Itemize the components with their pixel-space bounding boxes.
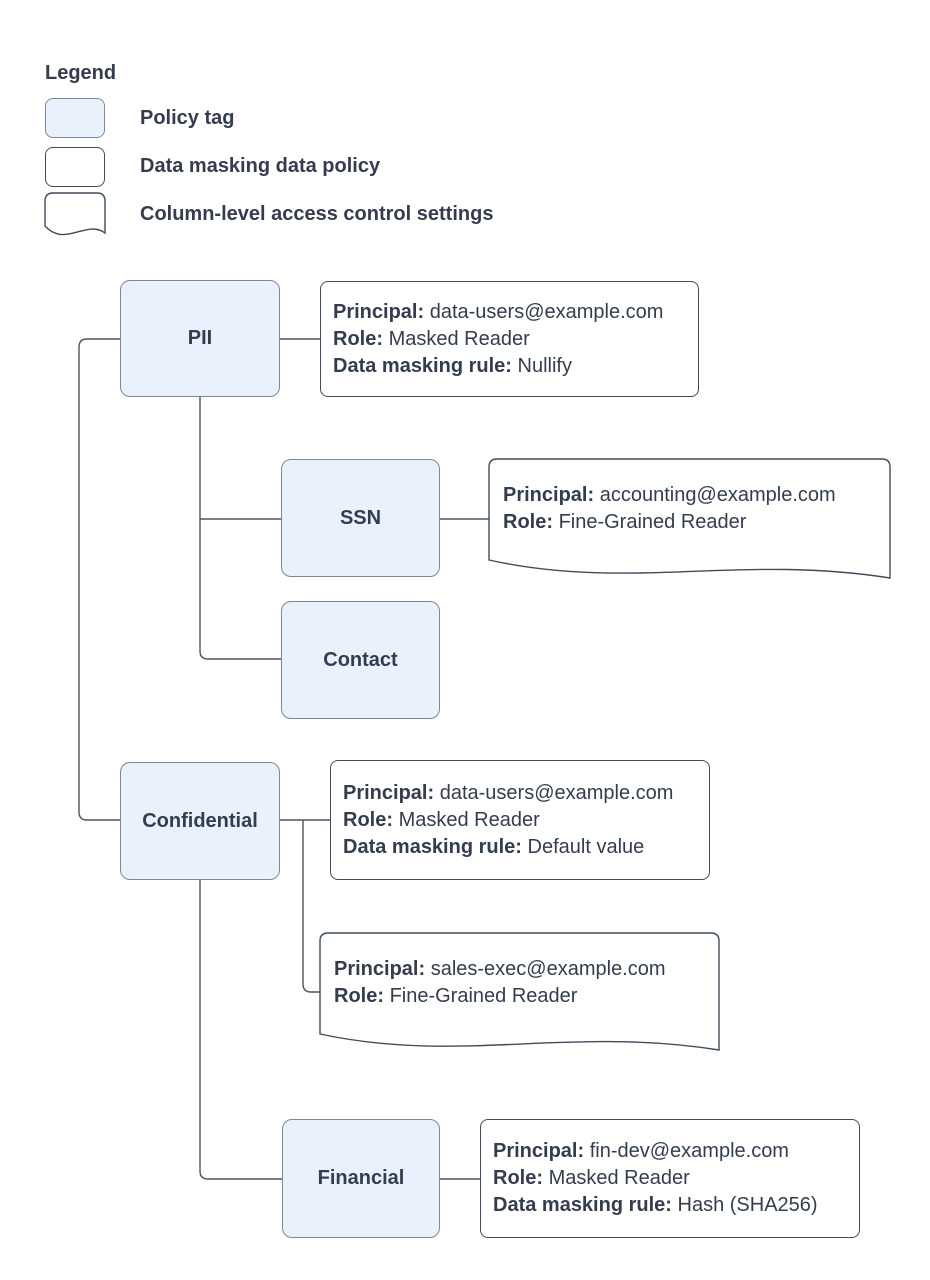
confidential-masking-policy-box: Principal: data-users@example.com Role: … <box>330 760 710 880</box>
policy-principal-line: Principal: data-users@example.com <box>333 300 664 323</box>
policy-principal-line: Principal: accounting@example.com <box>503 484 836 506</box>
policy-principal-line: Principal: sales-exec@example.com <box>334 958 666 980</box>
node-pii: PII <box>120 280 280 397</box>
legend-item-policy-tag <box>45 98 105 138</box>
node-confidential: Confidential <box>120 762 280 880</box>
legend-item-policy-tag-label: Policy tag <box>140 107 235 129</box>
policy-role-line: Role: Masked Reader <box>333 327 530 350</box>
legend-title: Legend <box>45 62 117 84</box>
data-masking-policy-swatch <box>45 147 105 187</box>
connector-root-trunk-pii-confidential <box>78 338 120 821</box>
ssn-access-doc-shape <box>488 458 891 579</box>
node-ssn: SSN <box>281 459 440 577</box>
policy-rule-line: Data masking rule: Default value <box>343 835 645 858</box>
node-pii-label: PII <box>187 327 213 349</box>
node-financial: Financial <box>282 1119 440 1238</box>
node-ssn-label: SSN <box>339 506 382 529</box>
column-access-swatch-shape <box>44 192 106 236</box>
connector-confidential-to-financial <box>199 880 282 1180</box>
node-financial-label: Financial <box>317 1167 405 1189</box>
policy-principal-line: Principal: fin-dev@example.com <box>493 1140 789 1162</box>
financial-masking-policy-box: Principal: fin-dev@example.com Role: Mas… <box>480 1119 860 1238</box>
connector-confidential-to-access-doc <box>302 820 320 993</box>
node-contact-label: Contact <box>323 648 398 671</box>
policy-rule-line: Data masking rule: Nullify <box>333 354 572 377</box>
policy-tag-swatch <box>45 98 105 138</box>
legend-item-data-policy <box>45 147 105 187</box>
policy-role-line: Role: Masked Reader <box>493 1167 690 1189</box>
legend-item-column-access-label: Column-level access control settings <box>140 203 494 225</box>
policy-principal-line: Principal: data-users@example.com <box>343 781 674 804</box>
connector-pii-to-contact <box>199 397 281 660</box>
policy-role-line: Role: Fine-Grained Reader <box>334 985 578 1007</box>
node-contact: Contact <box>281 601 440 719</box>
pii-masking-policy-box: Principal: data-users@example.com Role: … <box>320 281 699 397</box>
legend-item-data-policy-label: Data masking data policy <box>140 155 381 177</box>
ssn-access-doc-text: Principal: accounting@example.com Role: … <box>489 459 890 559</box>
policy-role-line: Role: Masked Reader <box>343 808 540 831</box>
node-confidential-label: Confidential <box>142 809 258 832</box>
policy-role-line: Role: Fine-Grained Reader <box>503 511 747 533</box>
policy-rule-line: Data masking rule: Hash (SHA256) <box>493 1194 818 1216</box>
confidential-access-doc-shape <box>319 932 720 1051</box>
confidential-access-doc-text: Principal: sales-exec@example.com Role: … <box>320 933 719 1033</box>
